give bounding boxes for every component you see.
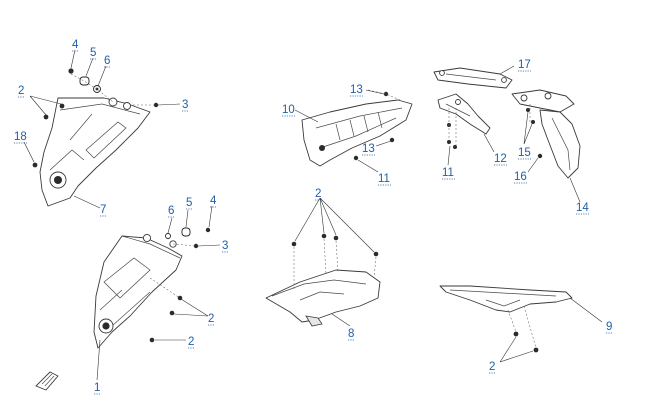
callout-10[interactable]: 10 (282, 104, 295, 116)
manual-book-icon (35, 371, 59, 391)
part-9-chain-guard (439, 285, 573, 353)
callout-8[interactable]: 8 (348, 328, 354, 340)
callout-3[interactable]: 3 (182, 99, 188, 111)
part-10-hardware (353, 89, 401, 161)
callout-18[interactable]: 18 (14, 131, 27, 143)
callout-1[interactable]: 1 (94, 382, 100, 394)
callout-2[interactable]: 2 (18, 85, 24, 97)
callout-13[interactable]: 13 (362, 143, 375, 155)
part-8-mudguard (265, 233, 381, 327)
callout-16[interactable]: 16 (514, 171, 527, 183)
callout-labels: 4 5 6 2 3 18 7 6 5 4 3 2 2 1 10 13 13 11… (14, 39, 612, 394)
part-1-hardware (149, 227, 211, 343)
part-14-mudguard (511, 89, 581, 179)
callout-5[interactable]: 5 (90, 47, 96, 59)
part-7-side-cover (39, 97, 151, 207)
callout-7[interactable]: 7 (100, 204, 106, 216)
callout-11[interactable]: 11 (378, 173, 390, 185)
callout-4[interactable]: 4 (210, 195, 217, 207)
part-1-side-cover (93, 233, 183, 349)
callout-6[interactable]: 6 (168, 205, 174, 217)
callout-6[interactable]: 6 (104, 55, 110, 67)
part-10-guard (301, 99, 413, 167)
callout-14[interactable]: 14 (576, 202, 589, 214)
part-17-bracket (433, 67, 513, 89)
callout-5[interactable]: 5 (186, 197, 192, 209)
callout-underlines (14, 50, 613, 395)
part-7-hardware (32, 68, 159, 168)
callout-12[interactable]: 12 (494, 153, 507, 165)
callout-2[interactable]: 2 (188, 336, 194, 348)
callout-15[interactable]: 15 (518, 147, 531, 159)
callout-2[interactable]: 2 (208, 313, 214, 325)
callout-2[interactable]: 2 (315, 188, 321, 200)
callout-3[interactable]: 3 (222, 240, 228, 252)
callout-9[interactable]: 9 (606, 321, 612, 333)
part-12-bracket (437, 93, 491, 149)
callout-4[interactable]: 4 (72, 39, 79, 51)
callout-11[interactable]: 11 (442, 167, 454, 179)
leader-lines (23, 49, 603, 381)
callout-17[interactable]: 17 (518, 59, 531, 71)
callout-13[interactable]: 13 (350, 84, 363, 96)
callout-2[interactable]: 2 (489, 361, 495, 373)
